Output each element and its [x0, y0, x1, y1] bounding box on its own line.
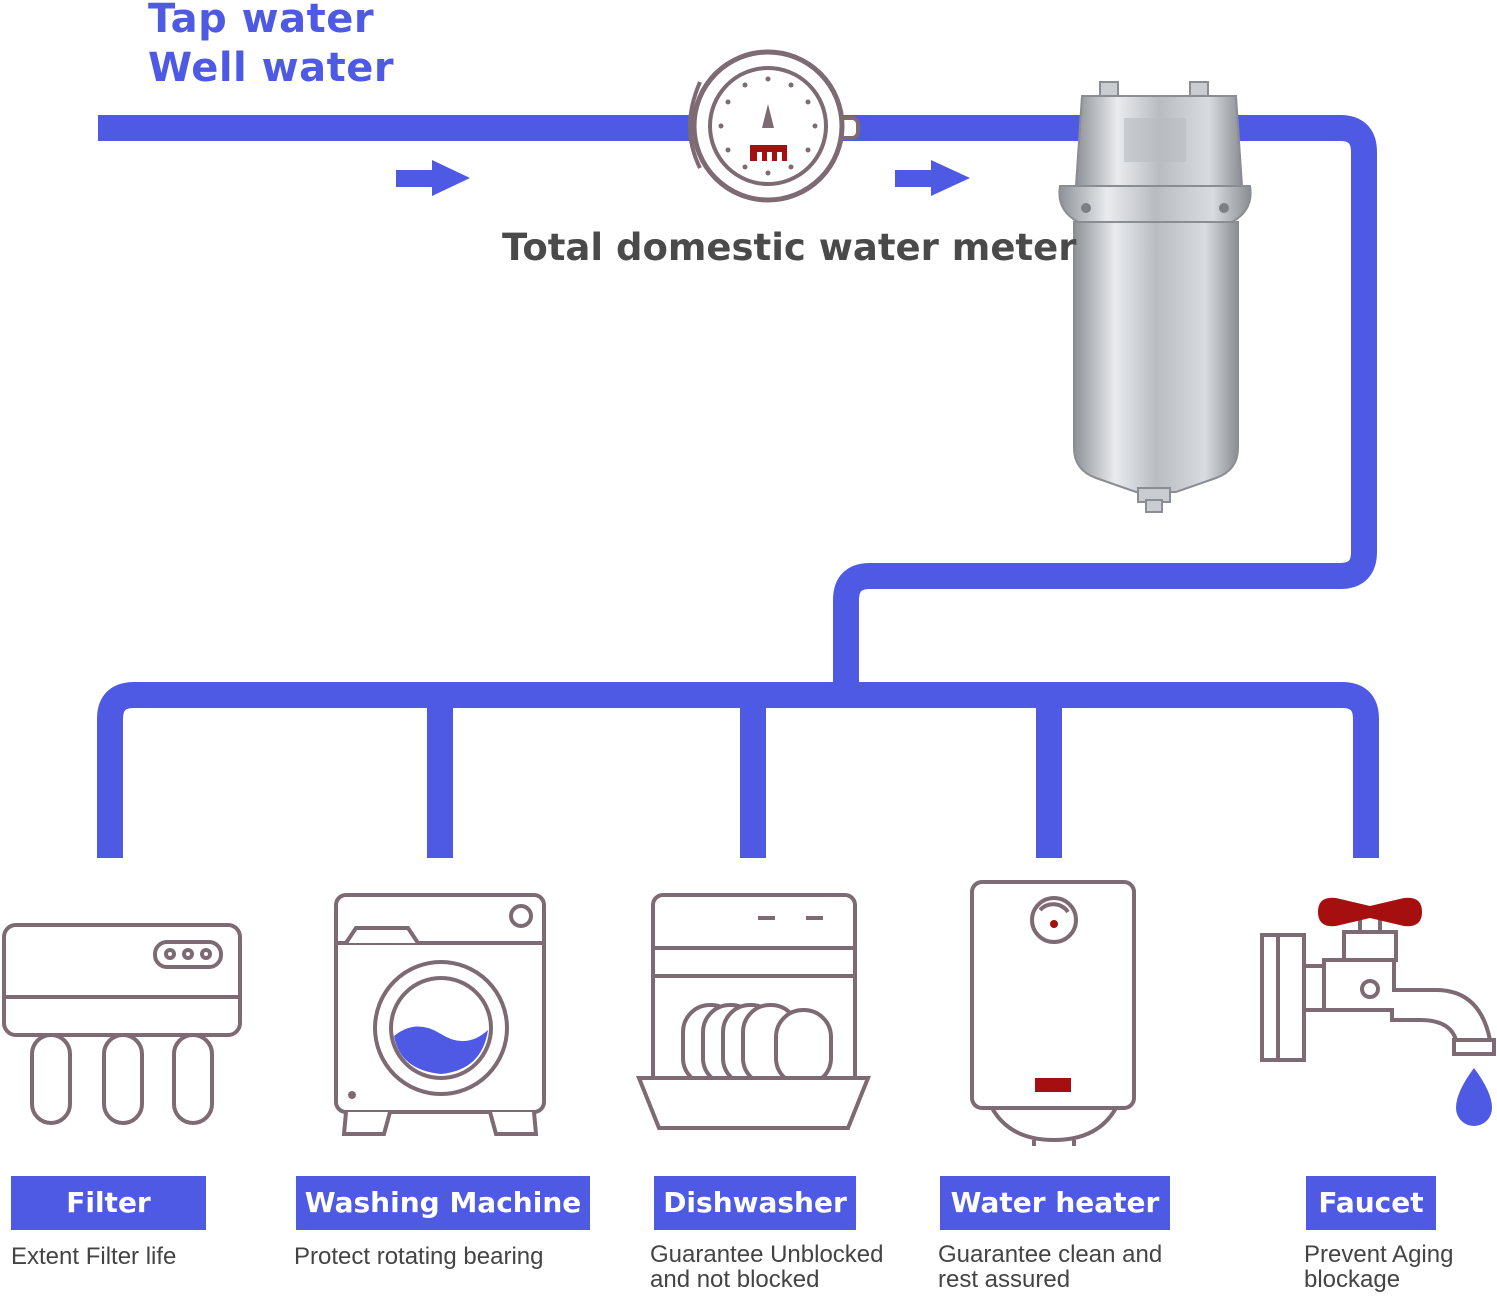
tag-filter: Filter: [11, 1176, 206, 1230]
washing-machine-icon: [334, 893, 546, 1136]
desc-filter: Extent Filter life: [11, 1243, 177, 1270]
tag-dishwasher: Dishwasher: [654, 1176, 856, 1230]
stainless-filter-housing: [1058, 81, 1252, 513]
header-tap-water: Tap water: [148, 0, 375, 42]
tag-washing-machine: Washing Machine: [296, 1176, 590, 1230]
faucet-icon: [1260, 897, 1496, 1126]
desc-washing-machine: Protect rotating bearing: [294, 1243, 544, 1270]
filter-appliance-icon: [2, 923, 242, 1125]
desc-dishwasher-line2: and not blocked: [650, 1266, 820, 1293]
flow-arrow-2: [895, 160, 970, 196]
desc-water-heater-line1: Guarantee clean and: [938, 1241, 1163, 1268]
tag-faucet: Faucet: [1306, 1176, 1436, 1230]
pipe-network: [97, 115, 1379, 858]
water-heater-icon: [970, 880, 1136, 1146]
dishwasher-icon: [636, 893, 871, 1130]
flow-arrow-1: [396, 160, 470, 196]
tag-water-heater: Water heater: [940, 1176, 1170, 1230]
header-well-water: Well water: [148, 45, 395, 91]
desc-water-heater-line2: rest assured: [938, 1266, 1071, 1293]
desc-dishwasher-line1: Guarantee Unblocked: [650, 1241, 884, 1268]
water-meter-icon: [688, 49, 860, 203]
desc-faucet-line2: blockage: [1304, 1266, 1401, 1293]
main-inlet-pipe: [98, 115, 1377, 695]
meter-label: Total domestic water meter: [502, 226, 1077, 269]
desc-faucet-line1: Prevent Aging: [1304, 1241, 1454, 1268]
distribution-pipe: [97, 682, 1379, 858]
